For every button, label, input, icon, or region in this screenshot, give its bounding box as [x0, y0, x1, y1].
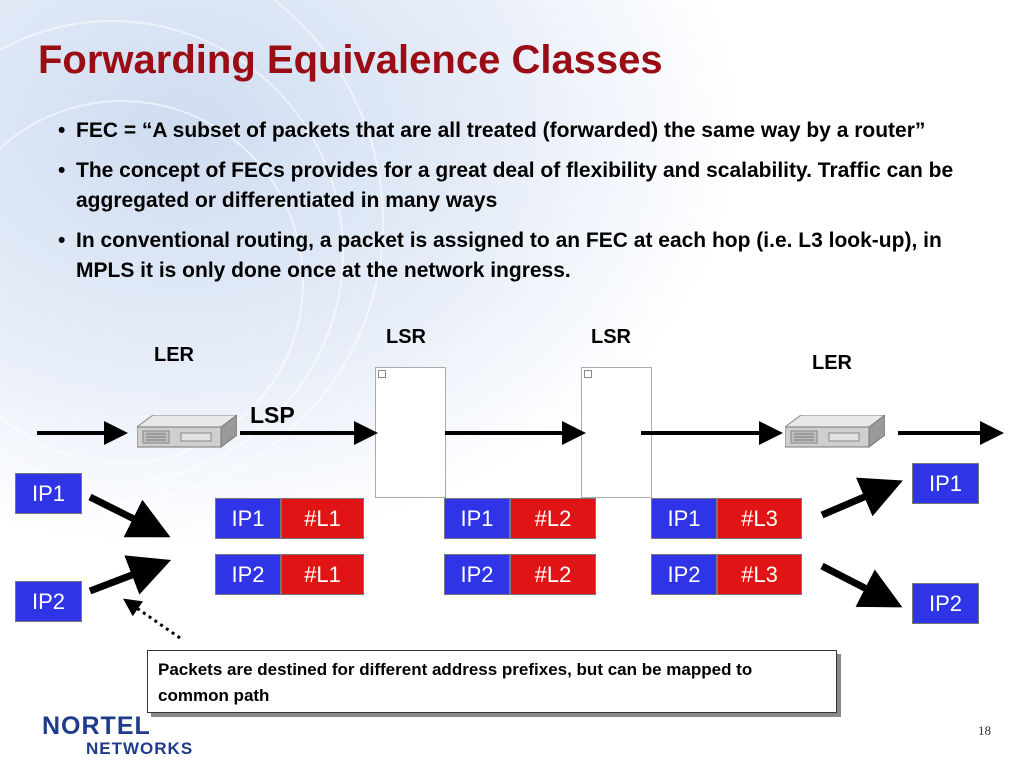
lsr-node-2	[581, 367, 652, 498]
ingress-arrow-ip1	[88, 493, 171, 538]
hop1-row1-label: #L1	[281, 498, 364, 539]
ingress-arrow-ip2	[88, 555, 172, 595]
bullet-text: The concept of FECs provides for a great…	[76, 159, 954, 212]
dest-ip2-box: IP2	[912, 583, 979, 624]
hop1-row2-ip: IP2	[215, 554, 281, 595]
ler-right-router-icon	[785, 415, 885, 448]
hop3-row1-ip: IP1	[651, 498, 717, 539]
hop1-row1-ip: IP1	[215, 498, 281, 539]
egress-arrow-ip2	[820, 562, 903, 608]
nortel-networks-logo: NORTEL NETWORKS	[42, 712, 193, 758]
ler-left-router-icon	[137, 415, 237, 448]
bullet-item: • In conventional routing, a packet is as…	[58, 226, 978, 286]
bullet-list: • FEC = “A subset of packets that are all…	[58, 116, 978, 296]
bullet-dot: •	[58, 229, 66, 252]
callout-note: Packets are destined for different addre…	[147, 650, 837, 713]
bullet-text: FEC = “A subset of packets that are all …	[76, 119, 926, 142]
slide-title: Forwarding Equivalence Classes	[38, 38, 663, 82]
bullet-dot: •	[58, 159, 66, 182]
hop2-row2-ip: IP2	[444, 554, 510, 595]
egress-arrow-ip1	[820, 477, 903, 519]
lsp-label: LSP	[250, 402, 295, 428]
source-ip2-box: IP2	[15, 581, 82, 622]
logo-line1: NORTEL	[42, 712, 151, 740]
hop3-row2-ip: IP2	[651, 554, 717, 595]
image-placeholder-icon	[584, 370, 592, 378]
hop2-row1-label: #L2	[510, 498, 596, 539]
bullet-dot: •	[58, 119, 66, 142]
lsr-1-label: LSR	[386, 326, 426, 348]
bullet-item: • FEC = “A subset of packets that are all…	[58, 116, 978, 146]
lsr-2-label: LSR	[591, 326, 631, 348]
hop1-row2-label: #L1	[281, 554, 364, 595]
hop3-row1-label: #L3	[717, 498, 802, 539]
logo-line2: NETWORKS	[86, 739, 193, 758]
note-pointer-arrow	[123, 598, 181, 640]
bullet-text: In conventional routing, a packet is ass…	[76, 229, 942, 282]
ler-left-label: LER	[154, 344, 194, 366]
hop2-row1-ip: IP1	[444, 498, 510, 539]
hop2-row2-label: #L2	[510, 554, 596, 595]
ler-right-label: LER	[812, 352, 852, 374]
image-placeholder-icon	[378, 370, 386, 378]
bullet-item: • The concept of FECs provides for a grea…	[58, 156, 978, 216]
hop3-row2-label: #L3	[717, 554, 802, 595]
source-ip1-box: IP1	[15, 473, 82, 514]
page-number: 18	[978, 723, 991, 738]
dest-ip1-box: IP1	[912, 463, 979, 504]
